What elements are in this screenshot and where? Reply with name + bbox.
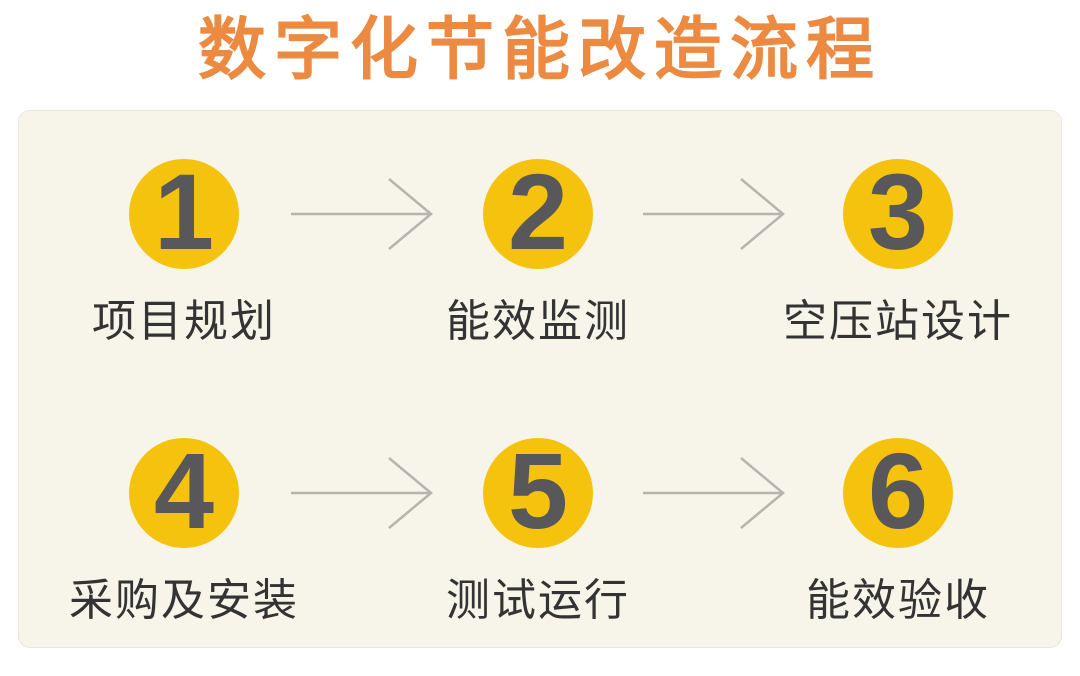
- page-title: 数字化节能改造流程: [197, 12, 882, 88]
- step-2-label: 能效监测: [446, 297, 630, 346]
- step-1-number: 1: [153, 151, 215, 272]
- arrow-right-icon: [643, 457, 785, 529]
- step-3-label: 空压站设计: [783, 297, 1013, 346]
- step-5-number: 5: [507, 430, 569, 551]
- arrow-right-icon: [643, 178, 785, 250]
- step-3: 3 空压站设计: [748, 151, 1048, 349]
- step-2: 2 能效监测: [388, 151, 688, 349]
- step-6-label: 能效验收: [806, 576, 990, 625]
- step-2-number-badge: 2: [483, 151, 593, 272]
- step-1-label: 项目规划: [92, 297, 276, 346]
- step-1: 1 项目规划: [34, 151, 334, 349]
- step-6: 6 能效验收: [748, 430, 1048, 628]
- step-5-label: 测试运行: [446, 576, 630, 625]
- step-4-number: 4: [153, 430, 215, 551]
- step-1-number-badge: 1: [129, 151, 239, 272]
- arrow-right-icon: [291, 178, 433, 250]
- step-4: 4 采购及安装: [34, 430, 334, 628]
- arrow-right-icon: [291, 457, 433, 529]
- step-2-number: 2: [507, 151, 569, 272]
- step-3-number: 3: [867, 151, 929, 272]
- step-6-number: 6: [867, 430, 929, 551]
- step-3-number-badge: 3: [843, 151, 953, 272]
- step-4-label: 采购及安装: [69, 576, 299, 625]
- process-panel: 1 项目规划 2 能效监测 3 空压站设计 4: [18, 110, 1062, 648]
- step-4-number-badge: 4: [129, 430, 239, 551]
- step-6-number-badge: 6: [843, 430, 953, 551]
- step-5: 5 测试运行: [388, 430, 688, 628]
- step-5-number-badge: 5: [483, 430, 593, 551]
